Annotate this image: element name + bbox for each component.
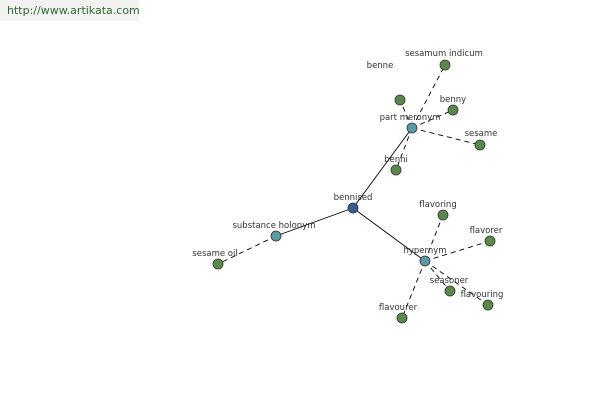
edge-part-meronym-sesame: [411, 127, 481, 146]
source-link[interactable]: http://www.artikata.com: [7, 4, 140, 17]
node-part-meronym[interactable]: [406, 122, 418, 134]
node-benne[interactable]: [394, 94, 406, 106]
label-flavouring[interactable]: flavouring: [461, 290, 504, 300]
label-sesame-oil[interactable]: sesame oil: [192, 249, 237, 259]
edge-hypernym-flavorer: [424, 240, 491, 262]
label-flavourer[interactable]: flavourer: [379, 303, 418, 313]
edge-root-substance-holonym: [275, 207, 354, 237]
label-benni[interactable]: benni: [384, 155, 408, 165]
edge-hypernym-flavouring: [424, 260, 489, 306]
label-benne[interactable]: benne: [367, 61, 394, 71]
graph-labels: bennised part meronym substance holonym hyp…: [192, 49, 503, 313]
graph-edges: [217, 64, 491, 319]
label-root[interactable]: bennised: [334, 193, 373, 203]
edge-hypernym-flavourer: [401, 260, 426, 319]
label-benny[interactable]: benny: [440, 95, 466, 105]
node-sesame[interactable]: [474, 139, 486, 151]
graph-nodes: [212, 59, 496, 324]
node-hypernym[interactable]: [419, 255, 431, 267]
label-seasoner[interactable]: seasoner: [430, 276, 469, 286]
node-flavoring[interactable]: [437, 209, 449, 221]
label-flavorer[interactable]: flavorer: [470, 226, 503, 236]
edge-root-hypernym: [352, 207, 426, 262]
node-substance-holonym[interactable]: [270, 230, 282, 242]
node-benny[interactable]: [447, 104, 459, 116]
node-root[interactable]: [347, 202, 359, 214]
edge-part-meronym-sesamum-indicum: [411, 64, 446, 129]
edge-root-part-meronym: [352, 127, 413, 209]
node-flavourer[interactable]: [396, 312, 408, 324]
edge-part-meronym-benni: [395, 127, 413, 171]
label-sesamum-indicum[interactable]: sesamum indicum: [405, 49, 483, 59]
node-sesame-oil[interactable]: [212, 258, 224, 270]
node-benni[interactable]: [390, 164, 402, 176]
source-banner: http://www.artikata.com: [0, 0, 140, 21]
node-sesamum-indicum[interactable]: [439, 59, 451, 71]
label-flavoring[interactable]: flavoring: [419, 200, 456, 210]
node-seasoner[interactable]: [444, 285, 456, 297]
node-flavorer[interactable]: [484, 235, 496, 247]
edge-substance-holonym-sesame-oil: [217, 235, 277, 265]
label-hypernym[interactable]: hypernym: [403, 246, 446, 256]
label-sesame[interactable]: sesame: [465, 129, 498, 139]
edge-hypernym-seasoner: [424, 260, 451, 292]
label-substance-holonym[interactable]: substance holonym: [232, 221, 315, 231]
node-flavouring[interactable]: [482, 299, 494, 311]
label-part-meronym[interactable]: part meronym: [380, 113, 441, 123]
edge-part-meronym-benny: [411, 109, 454, 129]
